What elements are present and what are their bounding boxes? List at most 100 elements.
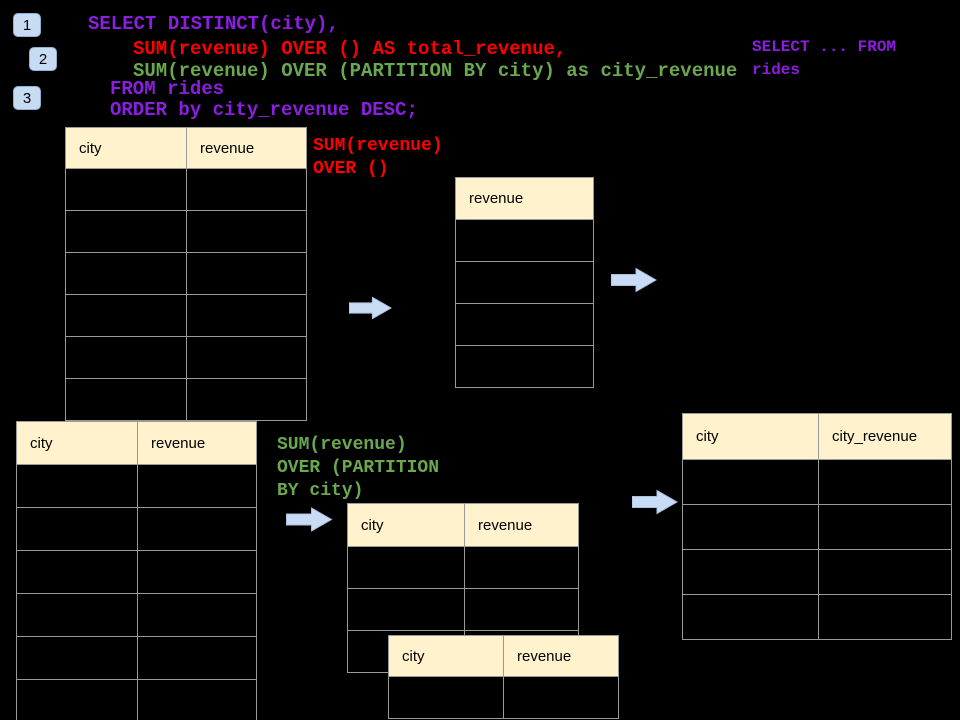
side-note-line-1: SELECT ... FROM: [752, 38, 897, 56]
table-row: [348, 589, 578, 631]
arrow-right-icon: [632, 489, 678, 515]
table-partition-overlay: city revenue: [388, 635, 619, 719]
column-header-city: city: [17, 422, 137, 464]
table-row: [66, 295, 306, 337]
table-cell: [389, 677, 503, 718]
table-row: [17, 551, 256, 594]
table-total-revenue-result: revenue: [455, 177, 594, 388]
table-cell: [456, 262, 593, 303]
table-cell: [66, 253, 186, 294]
table-cell: [137, 594, 256, 636]
table-row: [66, 211, 306, 253]
table-cell: [17, 680, 137, 720]
table-row: [683, 550, 951, 595]
table-cell: [503, 677, 618, 718]
table-cell: [186, 337, 306, 378]
table-row: [456, 262, 593, 304]
table-cell: [818, 595, 951, 639]
sql-line-city-revenue: SUM(revenue) OVER (PARTITION BY city) as…: [133, 60, 738, 82]
table-cell: [137, 465, 256, 507]
arrow-right-icon: [611, 267, 657, 293]
table-row: [17, 637, 256, 680]
column-header-city-revenue: city_revenue: [818, 414, 951, 459]
table-cell: [818, 550, 951, 594]
table-cell: [456, 220, 593, 261]
table-cell: [348, 589, 464, 630]
table-row: [17, 594, 256, 637]
column-header-city: city: [389, 636, 503, 676]
table-row: [456, 304, 593, 346]
step-badge-3: 3: [13, 86, 41, 110]
annotation-over-partition-line-1: SUM(revenue): [277, 435, 407, 455]
table-row: [683, 460, 951, 505]
table-cell: [464, 589, 578, 630]
table-row: [66, 169, 306, 211]
sql-line-select: SELECT DISTINCT(city),: [88, 13, 339, 35]
table-row: [17, 680, 256, 720]
table-row: [66, 379, 306, 420]
arrow-right-icon: [286, 507, 333, 532]
table-cell: [456, 304, 593, 345]
column-header-city: city: [66, 128, 186, 168]
table-row: [683, 595, 951, 639]
table-cell: [683, 460, 818, 504]
annotation-over-total: SUM(revenue) OVER (): [313, 135, 443, 181]
table-cell: [683, 550, 818, 594]
table-cell: [17, 637, 137, 679]
table-cell: [137, 680, 256, 720]
table-cell: [464, 547, 578, 588]
table-row: [17, 465, 256, 508]
column-header-revenue: revenue: [186, 128, 306, 168]
column-header-revenue: revenue: [456, 178, 593, 219]
table-row: [389, 677, 618, 718]
table-cell: [186, 295, 306, 336]
table-cell: [137, 551, 256, 593]
table-final-result: city city_revenue: [682, 413, 952, 640]
table-cell: [818, 505, 951, 549]
sql-line-total-revenue: SUM(revenue) OVER () AS total_revenue,: [133, 38, 567, 60]
table-cell: [17, 508, 137, 550]
column-header-revenue: revenue: [137, 422, 256, 464]
table-cell: [17, 465, 137, 507]
table-source-bottom: city revenue: [16, 421, 257, 720]
table-cell: [66, 169, 186, 210]
side-note: SELECT ... FROM rides: [752, 36, 896, 82]
table-cell: [66, 379, 186, 420]
column-header-city: city: [348, 504, 464, 546]
table-row: [66, 337, 306, 379]
table-row: [348, 547, 578, 589]
table-cell: [137, 508, 256, 550]
annotation-over-total-line-1: SUM(revenue): [313, 136, 443, 156]
table-row: [456, 220, 593, 262]
annotation-over-total-line-2: OVER (): [313, 159, 389, 179]
side-note-line-2: rides: [752, 61, 801, 79]
table-cell: [66, 337, 186, 378]
table-row: [683, 505, 951, 550]
table-cell: [186, 169, 306, 210]
table-cell: [137, 637, 256, 679]
table-source-top: city revenue: [65, 127, 307, 421]
table-cell: [348, 547, 464, 588]
annotation-over-partition: SUM(revenue) OVER (PARTITION BY city): [277, 434, 439, 503]
arrow-right-icon: [349, 296, 392, 320]
table-cell: [456, 346, 593, 387]
sql-line-from: FROM rides: [110, 78, 225, 100]
table-cell: [818, 460, 951, 504]
sql-line-order-by: ORDER by city_revenue DESC;: [110, 99, 418, 121]
table-cell: [66, 295, 186, 336]
table-cell: [683, 595, 818, 639]
table-row: [456, 346, 593, 387]
annotation-over-partition-line-3: BY city): [277, 481, 364, 501]
table-cell: [186, 253, 306, 294]
column-header-city: city: [683, 414, 818, 459]
step-badge-1: 1: [13, 13, 41, 37]
table-cell: [186, 211, 306, 252]
table-row: [66, 253, 306, 295]
table-cell: [186, 379, 306, 420]
table-cell: [683, 505, 818, 549]
table-row: [17, 508, 256, 551]
table-cell: [17, 594, 137, 636]
table-cell: [17, 551, 137, 593]
column-header-revenue: revenue: [503, 636, 618, 676]
